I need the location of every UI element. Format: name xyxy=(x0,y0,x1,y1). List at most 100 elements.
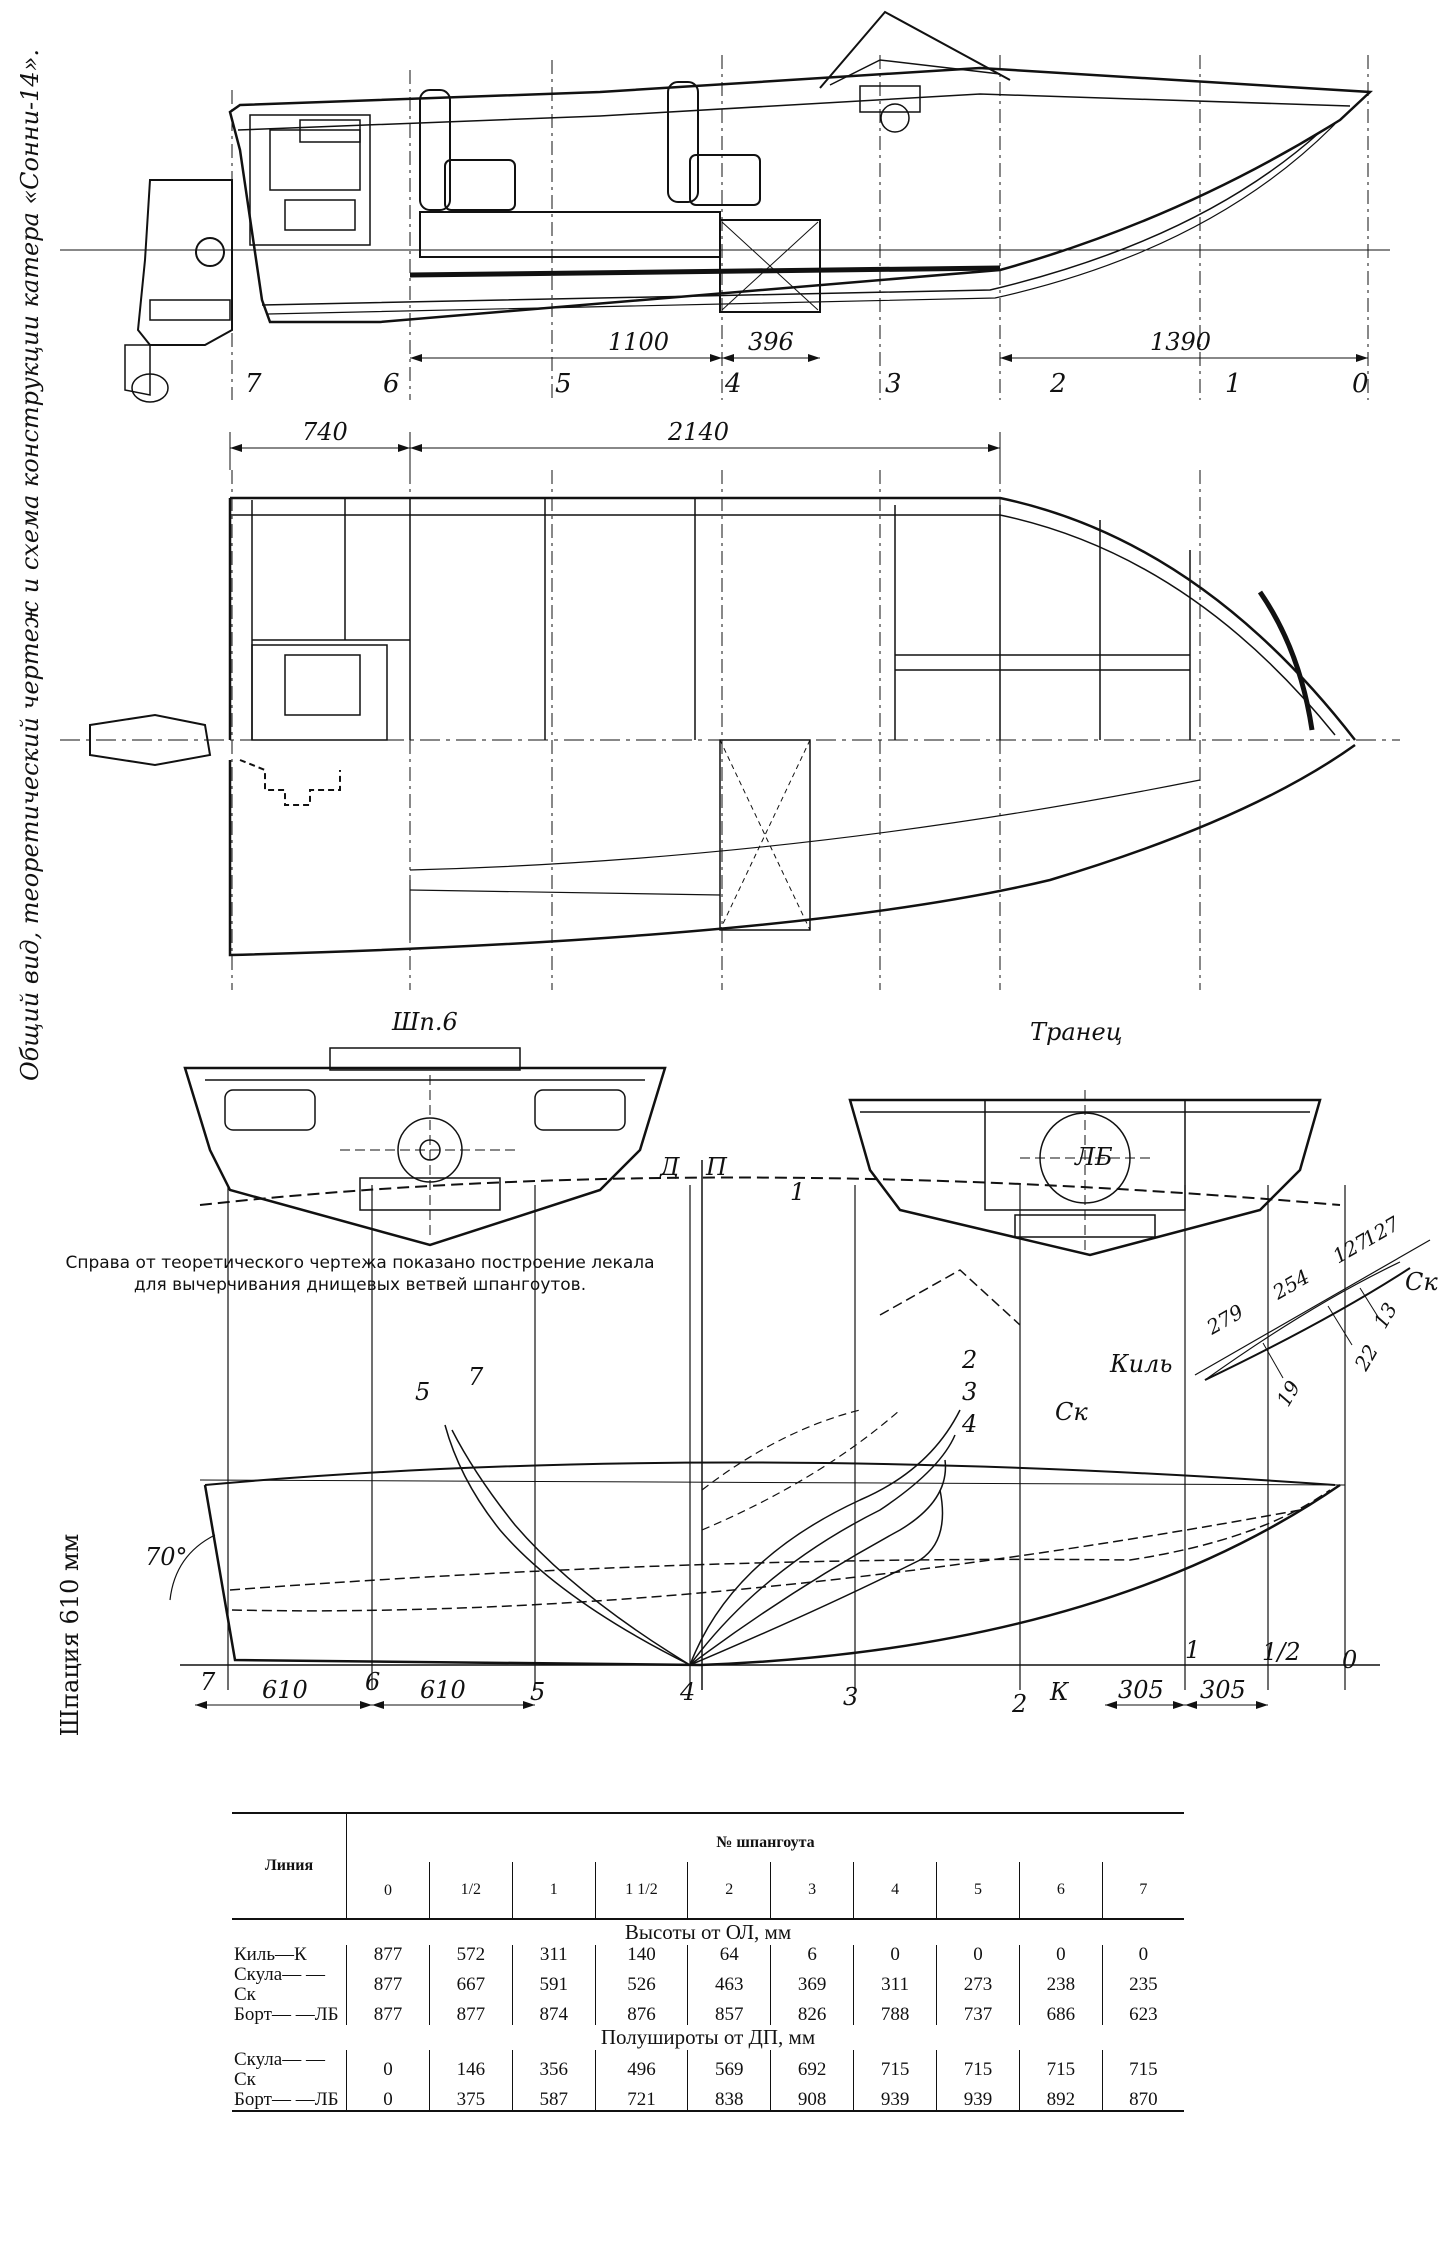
table-cell: 870 xyxy=(1101,2090,1184,2111)
table-cell: 0 xyxy=(346,2050,430,2090)
table-cell: 877 xyxy=(346,2005,430,2025)
table-cell: 0 xyxy=(936,1945,1020,1965)
table-cell: 0 xyxy=(853,1945,937,1965)
table-cell: 572 xyxy=(428,1945,513,1965)
template-chine-label: Ск xyxy=(1405,1268,1438,1296)
frames-header: № шпангоута xyxy=(346,1813,1184,1862)
table-cell: Скула— —Ск xyxy=(234,2049,325,2090)
profile-frame-2: 2 xyxy=(1049,369,1067,399)
caption-line-1: Справа от теоретического чертежа показан… xyxy=(65,1253,655,1273)
table-cell: 569 xyxy=(687,2050,771,2090)
table-cell: 369 xyxy=(770,1965,854,2005)
frame-col: 1/2 xyxy=(428,1862,513,1919)
lines-label-lb: ЛБ xyxy=(1074,1143,1113,1171)
template-keel-label: Киль xyxy=(1109,1350,1172,1378)
table-cell: 715 xyxy=(1101,2050,1184,2090)
lines-label-k: К xyxy=(1049,1678,1070,1706)
lines-frame-6: 6 xyxy=(365,1668,380,1696)
table-cell: 721 xyxy=(594,2090,688,2111)
lines-section-5: 5 xyxy=(415,1378,430,1406)
table-cell: 375 xyxy=(428,2090,513,2111)
table-cell: 876 xyxy=(594,2005,688,2025)
frame-col: 7 xyxy=(1101,1862,1184,1919)
lines-frame-0: 0 xyxy=(1342,1646,1357,1674)
lines-label-sk: Ск xyxy=(1055,1398,1088,1426)
table-cell: 356 xyxy=(511,2050,596,2090)
table-cell: 591 xyxy=(511,1965,596,2005)
lines-section-1: 1 xyxy=(790,1178,805,1206)
profile-dim-1390: 1390 xyxy=(1150,328,1211,356)
lines-frame-5: 5 xyxy=(530,1678,545,1706)
profile-dim-1100: 1100 xyxy=(608,328,669,356)
profile-frame-7: 7 xyxy=(245,369,262,399)
table-cell: 715 xyxy=(1018,2050,1103,2090)
frame-col: 5 xyxy=(936,1862,1020,1919)
table-cell: 826 xyxy=(770,2005,854,2025)
transom-section xyxy=(848,1090,1322,1257)
profile-frame-0: 0 xyxy=(1352,369,1369,399)
table-cell: 857 xyxy=(687,2005,771,2025)
lines-frame-2: 2 xyxy=(1011,1690,1027,1718)
table-cell: 496 xyxy=(594,2050,688,2090)
frame-col: 3 xyxy=(770,1862,854,1919)
frame-col: 1 1/2 xyxy=(594,1862,688,1919)
table-cell: 146 xyxy=(428,2050,513,2090)
template-offset-19: 19 xyxy=(1272,1376,1306,1410)
frame-col: 6 xyxy=(1018,1862,1103,1919)
table-cell: 838 xyxy=(687,2090,771,2111)
table-cell: 235 xyxy=(1101,1965,1184,2005)
heights-title: Высоты от ОЛ, мм xyxy=(624,1920,792,1944)
table-cell: Скула— —Ск xyxy=(234,1964,325,2005)
table-cell: 737 xyxy=(936,2005,1020,2025)
frame-col: 4 xyxy=(853,1862,937,1919)
table-cell: 311 xyxy=(853,1965,937,2005)
table-cell: 877 xyxy=(428,2005,513,2025)
lines-drawing xyxy=(169,1160,1380,1709)
lines-section-3: 3 xyxy=(962,1378,977,1406)
profile-frame-1: 1 xyxy=(1225,369,1242,399)
table-cell: 623 xyxy=(1101,2005,1184,2025)
table-cell: 715 xyxy=(936,2050,1020,2090)
table-cell: 526 xyxy=(594,1965,688,2005)
offsets-table: Линия № шпангоута 0 1/2 1 1 1/2 2 3 4 5 … xyxy=(232,1812,1184,2112)
table-cell: 0 xyxy=(346,2090,430,2111)
table-cell: 140 xyxy=(594,1945,688,1965)
lines-dim-610a: 610 xyxy=(262,1676,308,1704)
frame-col: 2 xyxy=(687,1862,771,1919)
lines-section-2: 2 xyxy=(961,1346,977,1374)
col-header-line: Линия xyxy=(264,1857,314,1874)
lines-frame-7: 7 xyxy=(200,1668,216,1696)
table-cell: 0 xyxy=(1101,1945,1184,1965)
profile-frame-6: 6 xyxy=(383,369,400,399)
table-cell: 463 xyxy=(687,1965,771,2005)
plan-view xyxy=(60,432,1400,990)
lines-dim-305b: 305 xyxy=(1200,1676,1246,1704)
table-cell: 877 xyxy=(346,1945,430,1965)
table-cell: 939 xyxy=(936,2090,1020,2111)
table-cell: 692 xyxy=(770,2050,854,2090)
lines-section-4: 4 xyxy=(961,1410,977,1438)
lines-dim-610b: 610 xyxy=(420,1676,466,1704)
table-cell: 908 xyxy=(770,2090,854,2111)
caption-line-2: для вычерчивания днищевых ветвей шпангоу… xyxy=(133,1275,587,1295)
profile-frame-5: 5 xyxy=(555,369,572,399)
table-cell: 273 xyxy=(936,1965,1020,2005)
frame-col: 1 xyxy=(511,1862,596,1919)
transom-label: Транец xyxy=(1030,1018,1122,1046)
frame6-label: Шп.6 xyxy=(391,1008,458,1036)
frames-row: 0 1/2 1 1 1/2 2 3 4 5 6 7 xyxy=(232,1862,1184,1919)
halfbreadths-title: Полушироты от ДП, мм xyxy=(600,2025,816,2049)
template-construction xyxy=(1194,1239,1431,1381)
template-offset-22: 22 xyxy=(1349,1340,1383,1375)
lines-label-d: Д xyxy=(659,1153,680,1181)
table-cell: 715 xyxy=(853,2050,937,2090)
table-cell: Киль—К xyxy=(234,1944,307,1965)
profile-frame-4: 4 xyxy=(724,369,742,399)
table-cell: 686 xyxy=(1018,2005,1103,2025)
table-cell: 667 xyxy=(428,1965,513,2005)
table-cell: 892 xyxy=(1018,2090,1103,2111)
table-cell: Борт— —ЛБ xyxy=(234,2004,339,2025)
